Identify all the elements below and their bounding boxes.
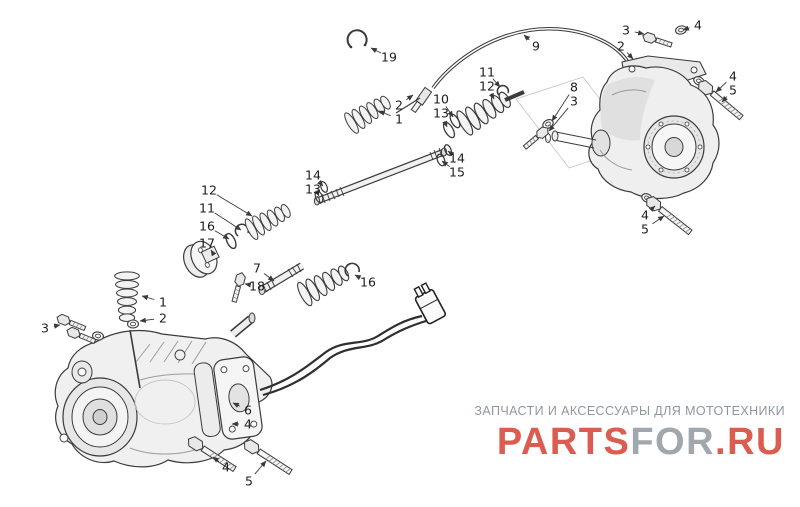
prop-shaft-drawing [313,144,453,206]
leader-line-1 [141,295,155,301]
leader-line-3 [53,323,61,329]
leader-line-11 [492,78,501,88]
leader-line-4 [648,205,656,212]
leader-line-10 [445,106,454,118]
leader-line-1 [378,110,391,117]
leader-line-14 [317,179,324,187]
leader-line-6 [232,402,240,408]
output-shaft-drawing [258,259,360,309]
leader-line-11 [214,212,242,231]
leader-line-3 [634,30,645,36]
rear-gearcase-drawing [545,55,720,200]
shift-cable-drawing [395,26,633,114]
watermark-logo-segment: FOR [630,421,716,463]
wire-harness-drawing [259,314,427,397]
connector-drawing [413,282,447,325]
leader-line-12 [216,194,253,217]
leader-line-19 [370,47,382,54]
leader-line-16 [214,230,230,240]
leader-line-16 [354,274,362,281]
leader-line-8 [551,94,570,122]
leader-line-5 [254,460,267,475]
watermark-logo-segment: .RU [715,421,785,463]
snap-ring-19-drawing [346,29,368,49]
watermark: ЗАПЧАСТИ И АКСЕССУАРЫ ДЛЯ МОТОТЕХНИКИ PA… [474,404,785,461]
cable-boot-drawing [341,90,396,136]
leader-line-7 [263,273,275,282]
leader-line-5 [721,95,728,103]
leader-line-17 [210,249,217,257]
watermark-logo: PARTSFOR.RU [474,423,785,461]
leader-line-3 [548,107,569,132]
cv-boot-right-drawing [442,84,525,139]
leader-line-2 [626,52,634,60]
bolt-3-top [640,30,674,50]
watermark-tagline: ЗАПЧАСТИ И АКСЕССУАРЫ ДЛЯ МОТОТЕХНИКИ [474,404,785,418]
bolt-bottom-b [240,436,295,478]
leader-line-9 [523,34,531,41]
bolt-18 [229,271,247,304]
detent-spring-drawing [114,271,141,389]
leader-line-13 [442,120,448,128]
leader-lines-layer [53,25,728,475]
leader-line-5 [652,215,665,225]
bolt-3-mid [521,124,552,152]
leader-line-12 [488,92,495,100]
cover-plate-drawing [193,356,263,440]
watermark-logo-segment: PARTS [496,421,631,463]
coupler-assembly-drawing [183,198,295,278]
leader-line-4 [715,81,727,93]
leader-line-4 [212,456,220,463]
leader-line-14 [447,150,455,157]
leader-line-4 [682,25,690,31]
bolt-right-lower [643,193,695,238]
leader-line-2 [406,94,414,101]
leader-line-18 [244,282,252,288]
washer-4-top [674,24,688,36]
leader-line-15 [441,160,450,168]
leader-line-2 [139,317,155,323]
